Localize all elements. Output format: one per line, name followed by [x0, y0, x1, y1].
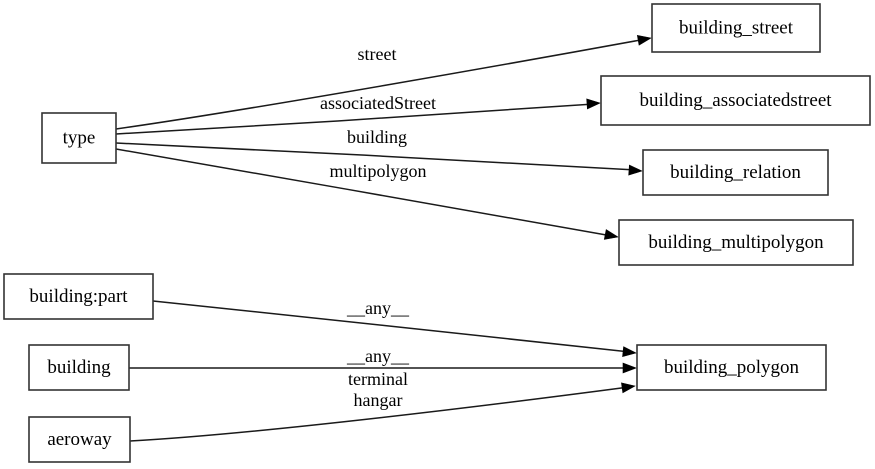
edge-label: terminal [348, 369, 408, 389]
edge-line [115, 103, 595, 135]
node-label: building [47, 357, 111, 378]
node-box[interactable] [600, 75, 871, 126]
arrowhead-icon [622, 362, 637, 374]
arrowhead-icon [636, 34, 652, 46]
node-box[interactable] [3, 273, 154, 320]
edge-layer: street associatedStreet building multipolyg… [115, 34, 652, 442]
graph-edge: multipolygon [115, 148, 619, 240]
edge-label: multipolygon [329, 161, 426, 181]
graph-node-building_relation[interactable]: building_relation [642, 149, 829, 196]
node-box[interactable] [651, 3, 821, 53]
edge-label: associatedStreet [320, 93, 436, 113]
graph-edge: __any__ [152, 298, 637, 358]
node-label: building_relation [670, 162, 801, 183]
node-box[interactable] [41, 112, 117, 164]
graph-node-building_polygon[interactable]: building_polygon [636, 344, 827, 391]
graph-edge: street [115, 34, 652, 130]
node-label: building_street [679, 17, 794, 38]
graph-node-aeroway[interactable]: aeroway [28, 416, 131, 463]
edge-label: building [347, 127, 407, 147]
node-box[interactable] [28, 344, 130, 391]
arrowhead-icon [586, 98, 601, 110]
node-label: building_multipolygon [648, 232, 824, 253]
node-label: building_polygon [664, 357, 800, 378]
graph-edge: __any__ [129, 346, 637, 374]
graph-edge: building [115, 127, 643, 176]
edge-line [129, 386, 630, 442]
graph-node-building_street[interactable]: building_street [651, 3, 821, 53]
node-label: building_associatedstreet [639, 90, 832, 111]
edge-line [115, 38, 647, 130]
node-label: aeroway [47, 429, 112, 450]
graph-node-building[interactable]: building [28, 344, 130, 391]
edge-line [152, 300, 631, 353]
graph-node-building_multipolygon[interactable]: building_multipolygon [618, 219, 854, 266]
edge-label: __any__ [346, 346, 410, 366]
node-box[interactable] [618, 219, 854, 266]
edge-line [115, 142, 637, 171]
node-box[interactable] [28, 416, 131, 463]
node-layer: type building_street building_associatedst… [3, 3, 871, 463]
graph-edge: associatedStreet [115, 93, 601, 135]
node-box[interactable] [636, 344, 827, 391]
graph-node-building_part[interactable]: building:part [3, 273, 154, 320]
arrowhead-icon [622, 346, 637, 358]
edge-label: street [358, 44, 397, 64]
graph-node-type[interactable]: type [41, 112, 117, 164]
edge-line [115, 148, 613, 237]
arrowhead-icon [628, 164, 643, 176]
edge-label: hangar [354, 390, 403, 410]
node-label: type [63, 127, 96, 148]
node-box[interactable] [642, 149, 829, 196]
edge-label: __any__ [346, 298, 410, 318]
arrowhead-icon [621, 382, 636, 394]
arrowhead-icon [603, 229, 619, 240]
node-label: building:part [29, 286, 128, 307]
graph-node-building_associatedstreet[interactable]: building_associatedstreet [600, 75, 871, 126]
